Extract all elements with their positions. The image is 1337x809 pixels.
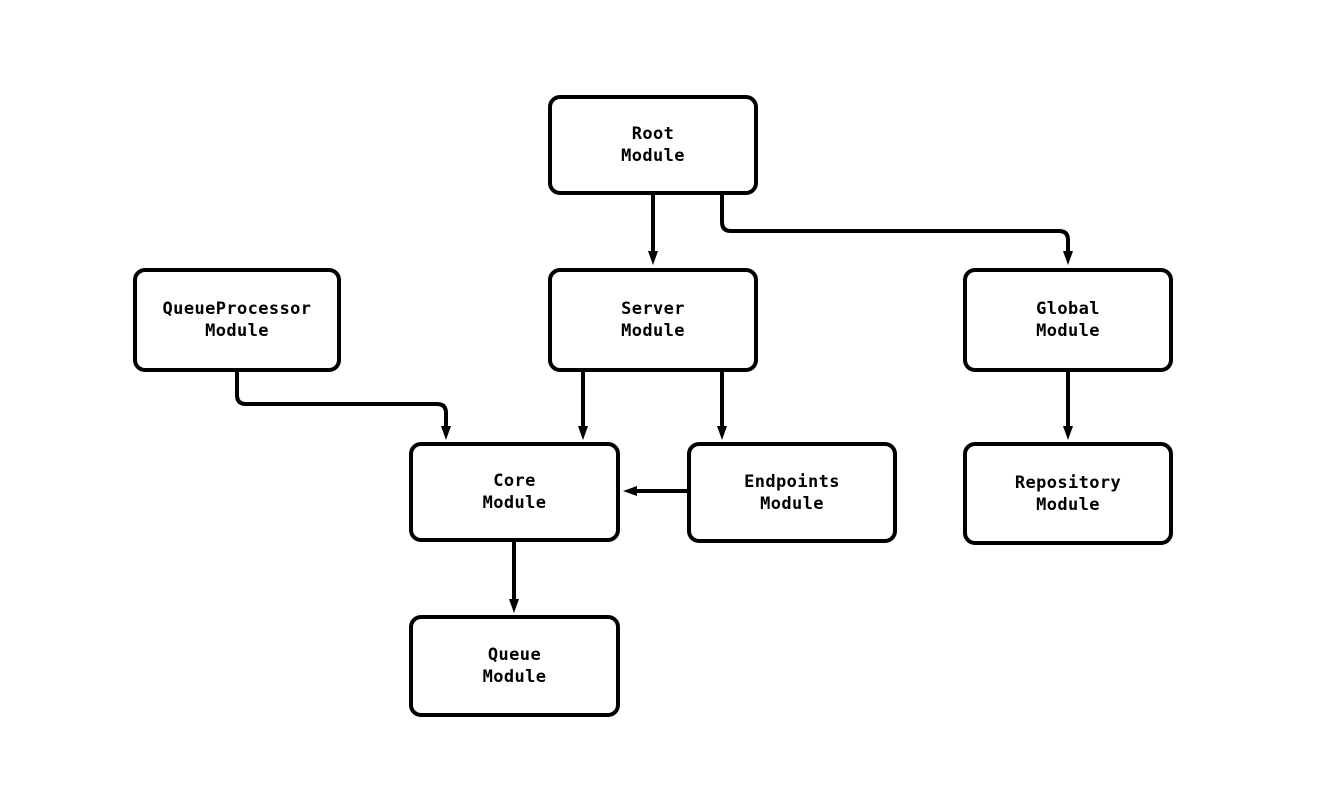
- node-endpoints-module[interactable]: Endpoints Module: [687, 442, 897, 543]
- node-server-module-label: Server Module: [621, 299, 685, 341]
- node-repository-module-label: Repository Module: [1014, 472, 1122, 515]
- node-queue-module-label: Queue Module: [482, 645, 547, 687]
- node-queueprocessor-module-label: QueueProcessor Module: [162, 299, 312, 341]
- edge-root-to-global: [720, 195, 1073, 265]
- node-server-module[interactable]: Server Module: [548, 268, 758, 372]
- edge-queueprocessor-to-core: [235, 372, 451, 440]
- node-root-module[interactable]: Root Module: [548, 95, 758, 195]
- node-global-module[interactable]: Global Module: [963, 268, 1173, 372]
- node-core-module[interactable]: Core Module: [409, 442, 620, 542]
- node-endpoints-module-label: Endpoints Module: [744, 471, 840, 514]
- node-queueprocessor-module[interactable]: QueueProcessor Module: [133, 268, 341, 372]
- node-core-module-label: Core Module: [482, 471, 547, 513]
- node-repository-module[interactable]: Repository Module: [963, 442, 1173, 545]
- node-global-module-label: Global Module: [1036, 299, 1100, 341]
- node-queue-module[interactable]: Queue Module: [409, 615, 620, 717]
- node-root-module-label: Root Module: [621, 124, 685, 166]
